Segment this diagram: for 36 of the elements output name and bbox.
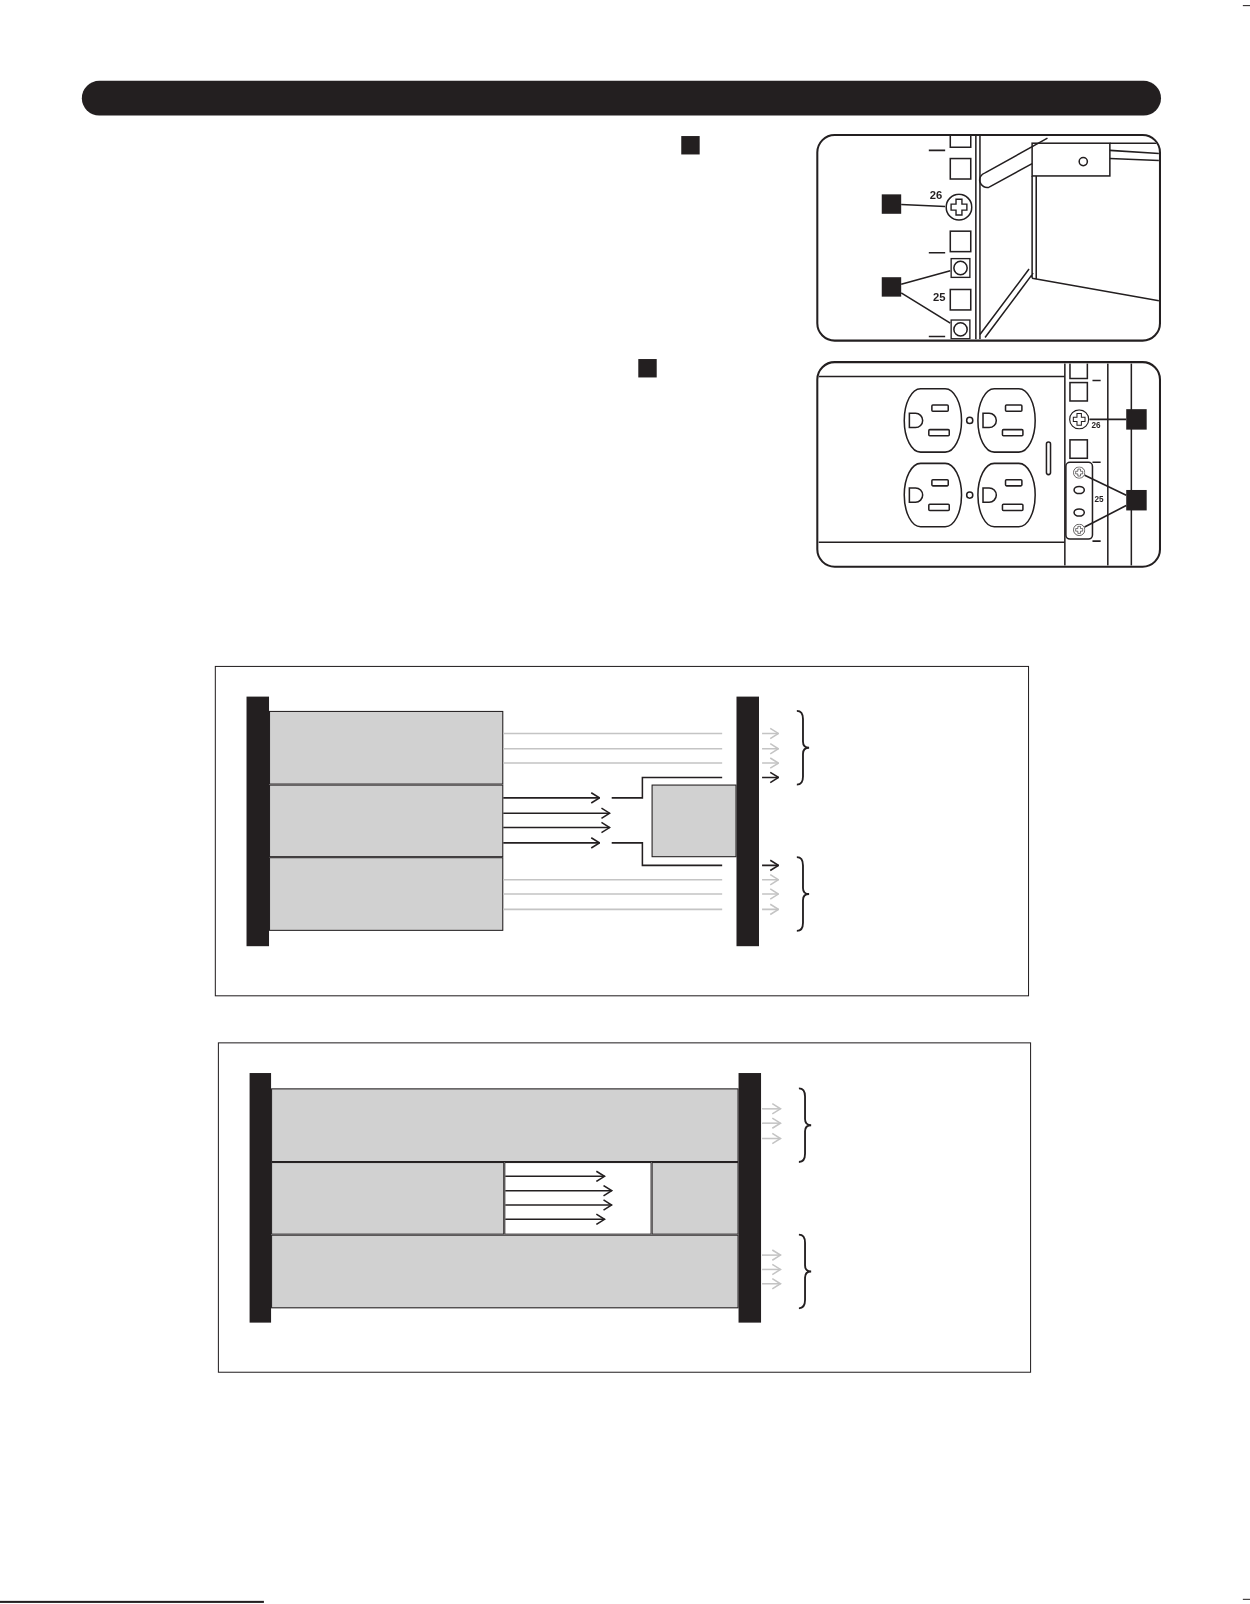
callout-marker: [638, 359, 657, 378]
leader-line: [1088, 418, 1128, 421]
equipment-block: [269, 857, 504, 931]
equipment-block: [269, 710, 504, 785]
illustration-panel: [816, 134, 1161, 342]
cage-nut: [950, 319, 971, 340]
rack-rail: [249, 1073, 272, 1323]
leader-line: [1083, 504, 1128, 528]
leader-line: [900, 269, 952, 286]
equipment-block: [271, 1234, 739, 1309]
rack-unit-number: 25: [932, 291, 946, 303]
equipment-block: [271, 1088, 739, 1163]
rack-rail: [246, 696, 270, 947]
callout-marker: [881, 194, 902, 214]
rack-rail: [738, 1073, 762, 1323]
rack-unit-number: 26: [1091, 421, 1101, 430]
screw: [1073, 523, 1086, 536]
equipment-block: [269, 784, 504, 858]
equipment-block: [271, 1162, 505, 1235]
rack-unit-number: 25: [1094, 496, 1104, 505]
callout-marker: [1126, 490, 1147, 511]
leader-line: [900, 203, 946, 208]
screw: [945, 193, 973, 221]
leader-line: [900, 292, 952, 324]
callout-marker: [681, 136, 700, 155]
screw: [1073, 466, 1086, 479]
illustration-panel: [816, 361, 1161, 568]
equipment-block: [651, 1162, 739, 1235]
callout-marker: [881, 277, 902, 297]
leader-line: [1083, 474, 1128, 497]
rack-rail: [736, 696, 759, 947]
equipment-block: [651, 784, 737, 858]
cage-nut: [950, 257, 971, 279]
rack-unit-number: 26: [929, 190, 943, 202]
callout-marker: [1126, 409, 1147, 430]
screw: [1068, 409, 1090, 430]
